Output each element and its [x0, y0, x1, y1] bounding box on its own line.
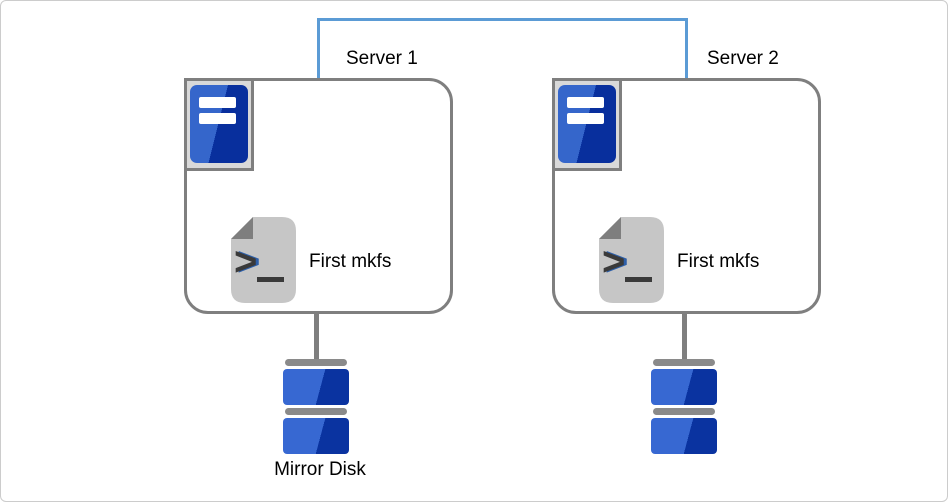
tower-slot — [199, 97, 236, 108]
disk-platter — [283, 369, 349, 405]
disk-bar — [285, 408, 347, 415]
tower-slot — [567, 97, 604, 108]
svg-text:>: > — [605, 240, 628, 284]
disk-connector-line — [682, 314, 687, 360]
interconnect-link — [317, 18, 688, 78]
tower-slot — [567, 113, 604, 124]
disk-connector-line — [314, 314, 319, 360]
disk-bar — [653, 359, 715, 366]
server1-chassis-frame — [184, 78, 254, 171]
mirror-disk-icon — [283, 359, 349, 454]
shell-script-icon: > > — [231, 217, 296, 303]
server2-label: Server 2 — [707, 48, 779, 69]
disk-bar — [285, 359, 347, 366]
mirror-disk-icon — [651, 359, 717, 454]
disk-label: Mirror Disk — [274, 459, 366, 480]
svg-text:>: > — [602, 240, 625, 284]
disk-platter — [651, 418, 717, 454]
svg-text:>: > — [234, 240, 257, 284]
server2-chassis-frame — [552, 78, 622, 171]
server1-label: Server 1 — [346, 48, 418, 69]
server1-command-label: First mkfs — [309, 251, 392, 272]
server-tower-icon — [558, 85, 616, 163]
disk-platter — [283, 418, 349, 454]
disk-platter — [651, 369, 717, 405]
server2-command-label: First mkfs — [677, 251, 760, 272]
shell-script-icon: > > — [599, 217, 664, 303]
tower-slot — [199, 113, 236, 124]
server-tower-icon — [190, 85, 248, 163]
svg-text:>: > — [237, 240, 260, 284]
disk-bar — [653, 408, 715, 415]
